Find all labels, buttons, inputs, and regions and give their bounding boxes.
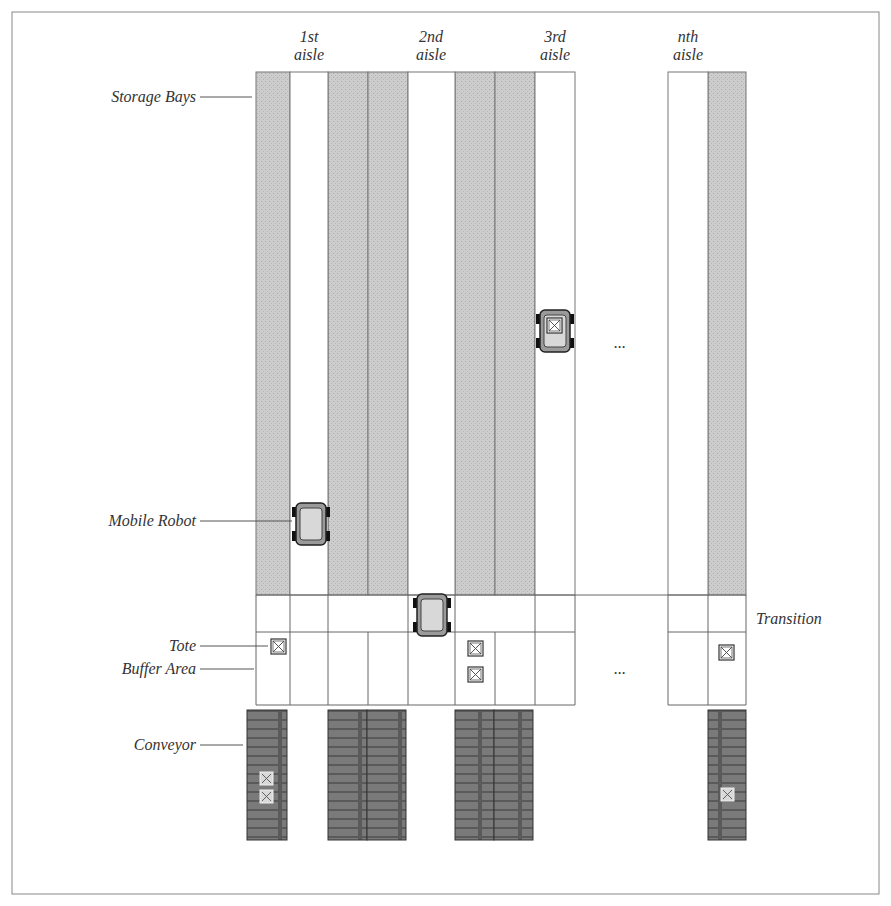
diagram-label: ... xyxy=(614,334,626,352)
diagram-label: Buffer Area xyxy=(122,660,196,678)
diagram-label: Transition xyxy=(756,610,822,628)
diagram-label: Tote xyxy=(169,637,196,655)
diagram-label: 3rd aisle xyxy=(529,28,581,65)
diagram-label: nth aisle xyxy=(662,28,714,65)
diagram-label: Conveyor xyxy=(134,736,196,754)
diagram-label: 1st aisle xyxy=(283,28,335,65)
diagram-label: Mobile Robot xyxy=(108,512,196,530)
diagram-label: 2nd aisle xyxy=(405,28,457,65)
diagram-label: ... xyxy=(614,660,626,678)
diagram-label: Storage Bays xyxy=(111,88,196,106)
